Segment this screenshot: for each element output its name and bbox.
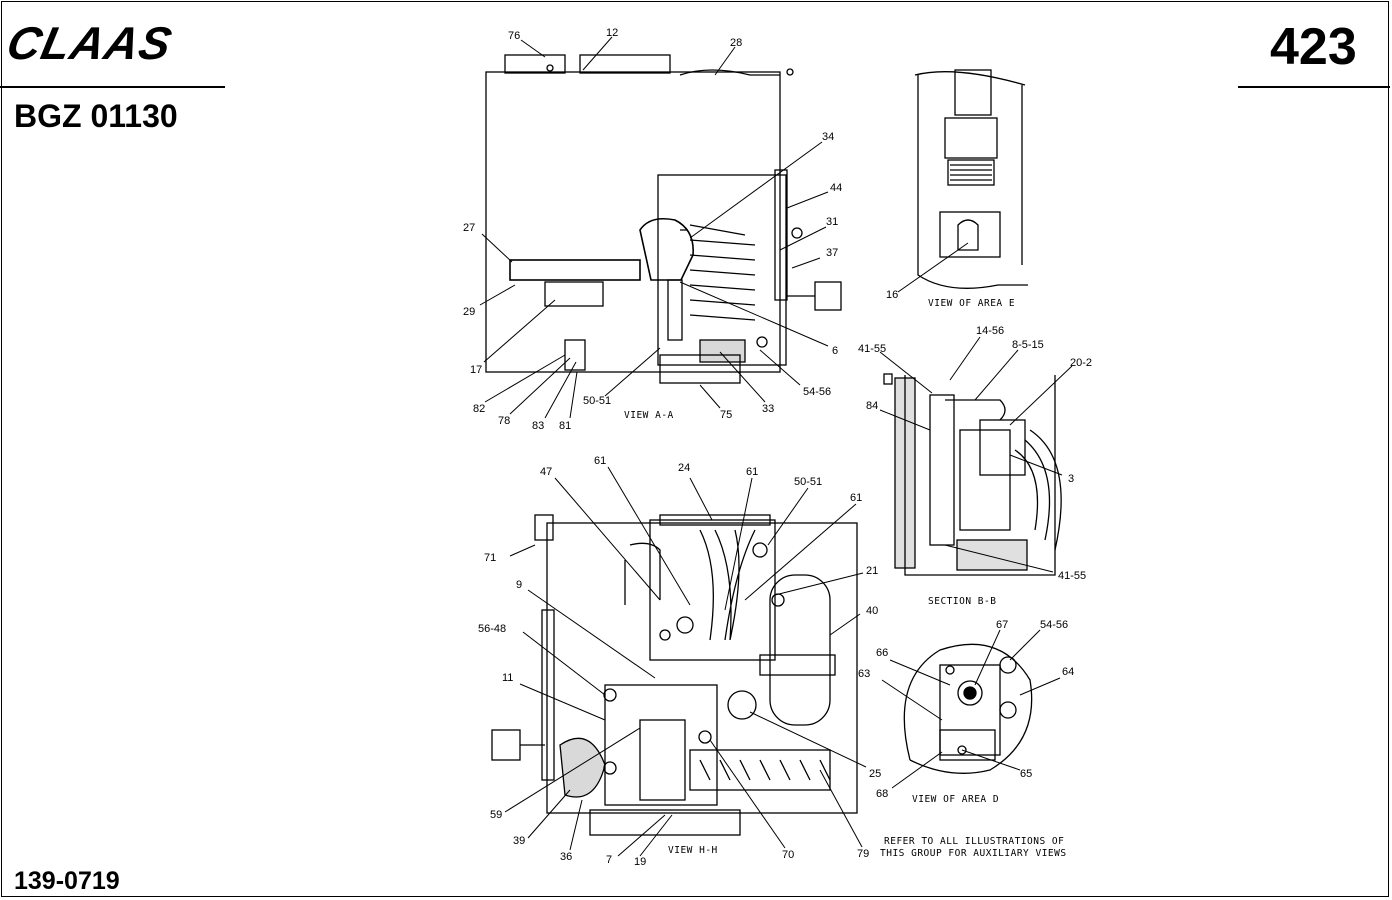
callout: 47 [540, 466, 552, 478]
caption-view-area-d: VIEW OF AREA D [912, 794, 999, 805]
callout: 40 [866, 605, 878, 617]
view-a-a-drawing [485, 54, 842, 384]
callout: 7 [606, 854, 612, 866]
callout: 56-48 [478, 623, 506, 635]
callout: 64 [1062, 666, 1074, 678]
page-number: 423 [1270, 18, 1357, 76]
callout: 65 [1020, 768, 1032, 780]
callout: 17 [470, 364, 482, 376]
document-code: BGZ 01130 [14, 98, 178, 134]
callout: 84 [866, 400, 878, 412]
section-b-b-drawing [883, 373, 1062, 576]
figure-number: 139-0719 [14, 867, 120, 895]
callout: 12 [606, 27, 618, 39]
callout: 24 [678, 462, 690, 474]
callout: 61 [594, 455, 606, 467]
callout: 54-56 [1040, 619, 1068, 631]
callout: 54-56 [803, 386, 831, 398]
note-line-1: REFER TO ALL ILLUSTRATIONS OF [884, 836, 1064, 847]
callout: 34 [822, 131, 834, 143]
callout: 41-55 [858, 343, 886, 355]
callout: 39 [513, 835, 525, 847]
callout: 27 [463, 222, 475, 234]
callout: 20-2 [1070, 357, 1092, 369]
caption-view-area-e: VIEW OF AREA E [928, 298, 1015, 309]
callout: 83 [532, 420, 544, 432]
callout: 28 [730, 37, 742, 49]
callout: 68 [876, 788, 888, 800]
callout: 81 [559, 420, 571, 432]
callout-labels: 76 12 28 34 44 31 37 27 29 17 6 54-56 82… [463, 27, 1092, 868]
leader-lines [479, 36, 1073, 857]
callout: 61 [746, 466, 758, 478]
callout: 31 [826, 216, 838, 228]
callout: 3 [1068, 473, 1074, 485]
callout: 70 [782, 849, 794, 861]
header-rule-left [0, 86, 225, 88]
caption-view-h-h: VIEW H-H [668, 845, 718, 856]
callout: 75 [720, 409, 732, 421]
callout: 63 [858, 668, 870, 680]
callout: 37 [826, 247, 838, 259]
callout: 41-55 [1058, 570, 1086, 582]
caption-section-b-b: SECTION B-B [928, 596, 996, 607]
callout: 59 [490, 809, 502, 821]
callout: 44 [830, 182, 842, 194]
callout: 50-51 [583, 395, 611, 407]
callout: 78 [498, 415, 510, 427]
caption-view-a-a: VIEW A-A [624, 410, 674, 421]
callout: 19 [634, 856, 646, 868]
callout: 50-51 [794, 476, 822, 488]
callout: 16 [886, 289, 898, 301]
callout: 66 [876, 647, 888, 659]
callout: 71 [484, 552, 496, 564]
callout: 6 [832, 345, 838, 357]
callout: 36 [560, 851, 572, 863]
callout: 29 [463, 306, 475, 318]
view-h-h-drawing [491, 514, 858, 836]
callout: 9 [516, 579, 522, 591]
callout: 8-5-15 [1012, 339, 1044, 351]
callout: 11 [502, 672, 513, 684]
callout: 14-56 [976, 325, 1004, 337]
view-area-e-drawing [914, 69, 1028, 289]
callout: 79 [857, 848, 869, 860]
callout: 33 [762, 403, 774, 415]
callout: 25 [869, 768, 881, 780]
callout: 67 [996, 619, 1008, 631]
header-rule-right [1238, 86, 1390, 88]
callout: 82 [473, 403, 485, 415]
callout: 61 [850, 492, 862, 504]
view-area-d-drawing [903, 643, 1033, 774]
note-line-2: THIS GROUP FOR AUXILIARY VIEWS [880, 848, 1067, 859]
callout: 21 [866, 565, 878, 577]
callout: 76 [508, 30, 520, 42]
